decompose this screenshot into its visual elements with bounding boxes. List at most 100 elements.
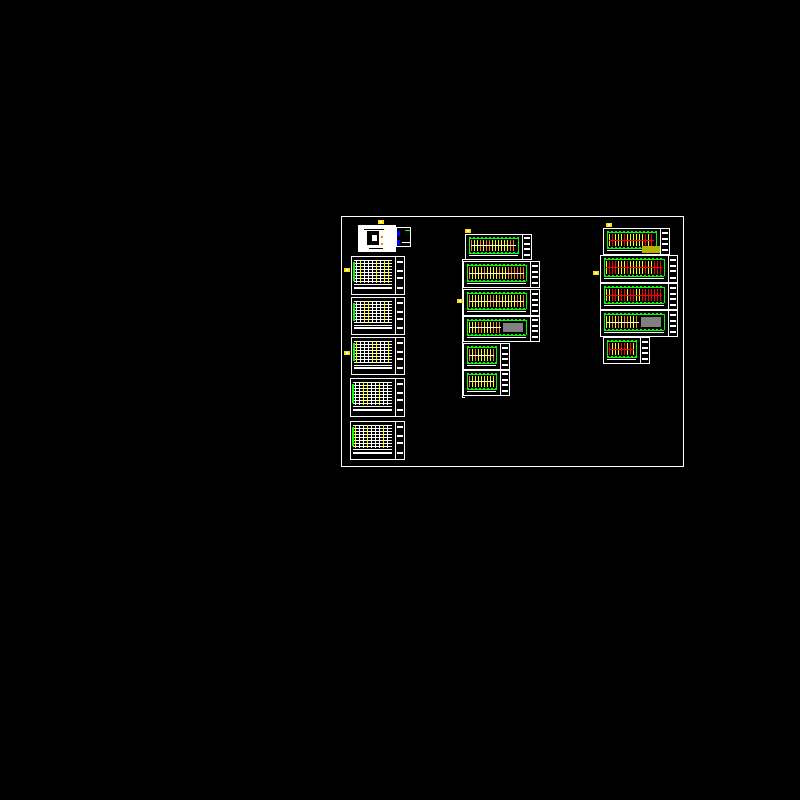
table-col-line	[360, 260, 361, 283]
title-block	[500, 371, 509, 395]
grid-tick	[467, 346, 469, 348]
plan-b-5[interactable]	[603, 337, 650, 364]
grid-tick	[479, 292, 481, 294]
grid-tick	[656, 302, 658, 304]
wall-outline	[607, 341, 608, 357]
grid-tick	[499, 292, 501, 294]
grid-tick	[487, 264, 489, 266]
grid-tick	[607, 231, 609, 233]
plan-b-4[interactable]	[600, 310, 678, 337]
schedule-sheet-3[interactable]	[351, 337, 405, 375]
grid-tick	[487, 373, 489, 375]
table-row-line	[353, 397, 392, 398]
table-row-line	[353, 440, 392, 441]
grid-tick	[636, 258, 638, 260]
wall-outline	[656, 232, 657, 248]
corridor-line	[469, 355, 494, 356]
corridor-line	[469, 327, 501, 328]
dimension-line	[607, 250, 656, 251]
grid-tick	[519, 292, 521, 294]
grid-tick	[523, 334, 525, 336]
grid-tick	[611, 340, 613, 342]
grid-tick	[616, 275, 618, 277]
grid-tick	[604, 329, 606, 331]
grid-tick	[624, 302, 626, 304]
grid-tick	[489, 237, 491, 239]
table-col-line	[364, 341, 365, 363]
grid-tick	[479, 319, 481, 321]
grid-tick	[604, 258, 606, 260]
grid-tick	[479, 308, 481, 310]
grid-tick	[491, 319, 493, 321]
grid-tick	[523, 319, 525, 321]
grid-tick	[503, 264, 505, 266]
title-block	[668, 311, 677, 336]
schedule-sheet-5[interactable]	[350, 421, 405, 460]
wall-outline	[604, 330, 664, 331]
plan-a-6[interactable]	[463, 370, 510, 396]
grid-tick	[495, 334, 497, 336]
grid-tick	[487, 388, 489, 390]
grid-tick	[507, 334, 509, 336]
table-col-line	[376, 341, 377, 363]
grid-tick	[624, 329, 626, 331]
plan-b-1[interactable]	[603, 228, 670, 255]
grid-tick	[607, 340, 609, 342]
schedule-sheet-4[interactable]	[350, 378, 405, 417]
dimension-line	[467, 311, 526, 312]
table-row-line	[353, 385, 392, 386]
table-row-line	[354, 313, 392, 314]
grid-tick	[479, 388, 481, 390]
plan-a-4[interactable]	[463, 316, 540, 342]
grid-tick	[611, 231, 613, 233]
grid-tick	[523, 280, 525, 282]
grid-tick	[635, 356, 637, 358]
grid-tick	[487, 308, 489, 310]
table-col-line	[367, 382, 368, 405]
wall-outline	[467, 374, 496, 375]
table-row-line	[354, 263, 392, 264]
table-col-line	[376, 260, 377, 283]
plan-a-3[interactable]	[463, 289, 540, 316]
sheet-label-tag	[593, 271, 599, 275]
grid-tick	[660, 258, 662, 260]
grid-tick	[652, 275, 654, 277]
table-row-line	[354, 347, 392, 348]
plan-b-3[interactable]	[600, 283, 678, 310]
table-row-line	[354, 365, 392, 366]
wall-outline	[467, 363, 496, 364]
wall-outline	[467, 320, 468, 335]
grid-tick	[499, 264, 501, 266]
cover-bar	[369, 248, 383, 249]
table-row-line	[353, 394, 392, 395]
drawing-frame	[341, 216, 684, 467]
cover-accent	[381, 236, 383, 238]
schedule-sheet-2[interactable]	[351, 297, 405, 335]
legend-blue	[397, 240, 400, 245]
table-col-line	[355, 425, 356, 448]
grid-tick	[487, 346, 489, 348]
plan-b-2[interactable]	[600, 255, 678, 283]
legend-blue	[397, 231, 400, 236]
dimension-line	[604, 278, 664, 279]
schedule-sheet-1[interactable]	[351, 256, 405, 295]
plan-a-5[interactable]	[463, 343, 510, 370]
cover-sheet[interactable]	[358, 225, 396, 252]
grid-tick	[467, 388, 469, 390]
grid-tick	[627, 340, 629, 342]
grid-tick	[640, 286, 642, 288]
grid-tick	[503, 292, 505, 294]
corridor-line	[606, 267, 662, 268]
wall-outline	[526, 265, 527, 281]
wall-outline	[467, 347, 496, 348]
grid-tick	[616, 302, 618, 304]
grid-tick	[611, 356, 613, 358]
sheet-label-tag	[606, 223, 612, 227]
grid-tick	[655, 231, 657, 233]
title-block	[668, 256, 677, 282]
plan-a-2[interactable]	[463, 261, 540, 288]
olive-fill-area	[642, 246, 660, 253]
grid-tick	[656, 275, 658, 277]
plan-a-1[interactable]	[465, 234, 532, 260]
